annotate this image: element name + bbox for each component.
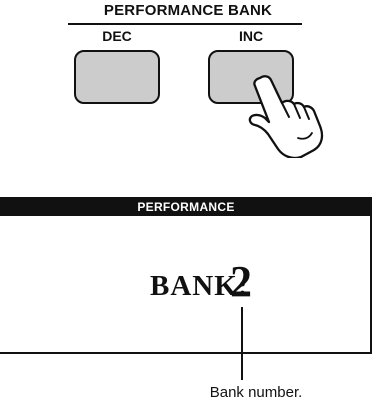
- display-header: PERFORMANCE: [0, 197, 372, 217]
- pointing-hand-icon: [248, 75, 324, 158]
- performance-bank-label: PERFORMANCE BANK: [103, 2, 273, 19]
- inc-button-label: INC: [238, 28, 264, 44]
- group-divider: [68, 23, 302, 25]
- dec-button[interactable]: [74, 50, 160, 104]
- bank-number-callout: Bank number.: [209, 384, 303, 401]
- bank-label: BANK:: [150, 270, 249, 302]
- dec-button-label: DEC: [102, 28, 132, 44]
- bank-number: 2: [230, 257, 252, 306]
- lcd-display: [0, 216, 372, 354]
- callout-leader-line: [241, 307, 243, 380]
- inc-button[interactable]: [208, 50, 294, 104]
